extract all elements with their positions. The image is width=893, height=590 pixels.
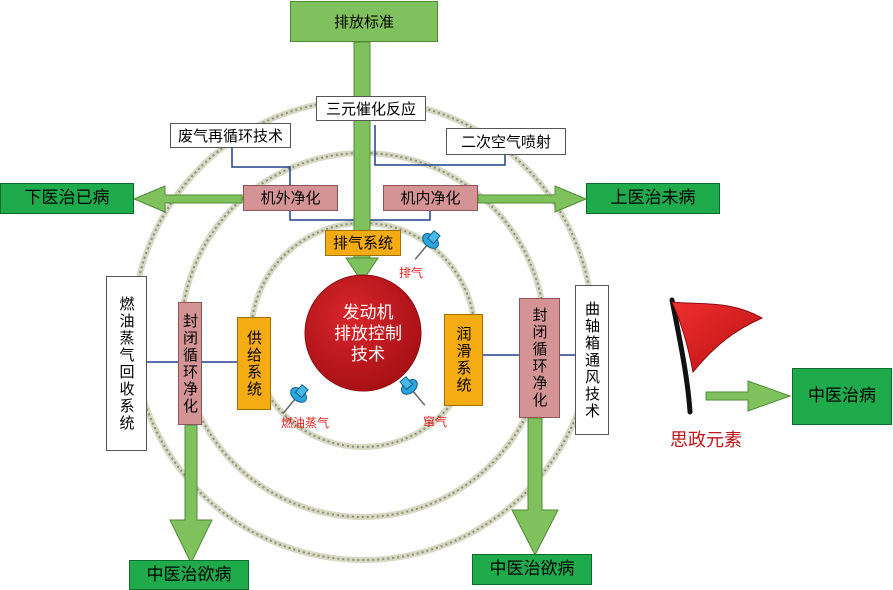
external-purify-box: 机外净化 xyxy=(243,185,338,211)
center-ball xyxy=(304,274,422,392)
right-arrow xyxy=(477,185,588,213)
internal-purify-box: 机内净化 xyxy=(383,185,478,211)
down-arrow-right xyxy=(511,417,559,557)
closed-loop-right-box: 封闭循环净化 xyxy=(519,298,560,418)
mid-treat-left-box: 中医治欲病 xyxy=(129,560,249,590)
exhaust-system-box: 排气系统 xyxy=(325,230,401,256)
connector-egr xyxy=(231,148,291,185)
center-engine-emission-text: 发动机 排放控制 技术 xyxy=(312,303,424,366)
pin-icon-exhaust xyxy=(414,229,441,260)
left-arrow xyxy=(132,185,243,213)
fuel-vapor-label: 燃油蒸气 xyxy=(281,416,330,430)
exhaust-label: 排气 xyxy=(399,266,424,280)
center-line-1: 发动机 xyxy=(342,303,394,323)
center-line-2: 排放控制 xyxy=(334,324,402,344)
blowby-label: 窜气 xyxy=(423,415,448,429)
supply-system-box: 供给系统 xyxy=(237,317,271,410)
fuel-vapor-recovery-box: 燃油蒸气回收系统 xyxy=(106,276,147,451)
upper-treat-box: 上医治未病 xyxy=(586,183,720,214)
closed-loop-left-box: 封闭循环净化 xyxy=(178,302,202,425)
ideology-label: 思政元素 xyxy=(670,430,742,451)
mid-treat-flag-box: 中医治病 xyxy=(792,368,892,425)
lower-treat-box: 下医治已病 xyxy=(0,183,134,214)
crankcase-vent-box: 曲轴箱通风技术 xyxy=(575,285,609,435)
three-way-catalyst-box: 三元催化反应 xyxy=(316,96,426,121)
connector-secondary-air xyxy=(374,125,506,166)
mid-treat-right-box: 中医治欲病 xyxy=(472,554,592,585)
center-line-3: 技术 xyxy=(351,345,385,365)
secondary-air-box: 二次空气喷射 xyxy=(446,128,566,155)
down-arrow-left xyxy=(169,424,213,565)
emission-standard-box: 排放标准 xyxy=(290,1,438,42)
pin-icon-fuel-vapor xyxy=(282,383,309,414)
lube-system-box: 润滑系统 xyxy=(444,314,483,406)
red-flag-icon xyxy=(669,297,764,415)
flag-arrow xyxy=(705,380,792,412)
pin-icon-blowby xyxy=(399,375,426,406)
egr-box: 废气再循环技术 xyxy=(170,123,291,148)
